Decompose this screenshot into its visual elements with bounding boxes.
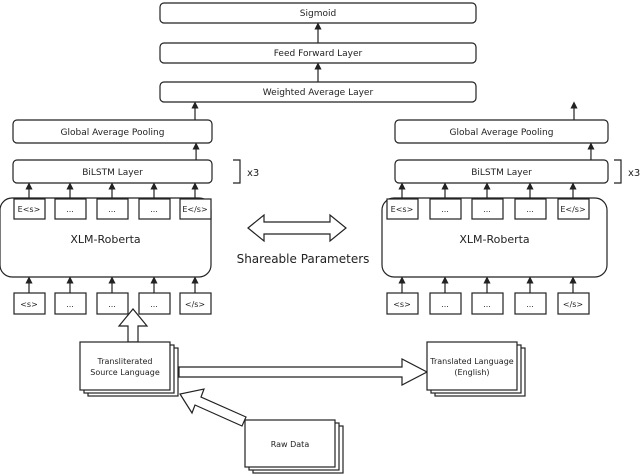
svg-text:Shareable Parameters: Shareable Parameters [237,252,370,266]
embedding-cell [471,198,504,220]
hollow-diagonal-arrow [179,388,247,427]
token-cell [557,292,590,315]
embedding-cell [138,198,171,220]
embedding-label: E</s> [560,205,585,214]
repeat-label: x3 [247,168,259,179]
bilstm-label: BiLSTM Layer [471,168,532,178]
shareable-parameters-arrow: Shareable Parameters [237,213,370,266]
token-cell [386,292,419,315]
raw-data-box: Raw Data [244,419,344,474]
feed-forward-box: Feed Forward Layer [159,42,477,64]
svg-text:Translated Language: Translated Language [429,357,514,366]
token-label: ... [441,300,449,309]
embedding-label: E<s> [18,205,41,214]
embedding-cell [429,198,462,220]
token-label: <s> [20,300,38,309]
embedding-label: ... [150,205,158,214]
repeat-bracket [233,159,241,184]
embedding-label: E<s> [391,205,414,214]
global-average-pooling-label: Global Average Pooling [61,128,165,138]
bilstm-box [394,159,609,184]
embedding-cell [179,198,212,220]
token-label: ... [483,300,491,309]
svg-text:Feed Forward Layer: Feed Forward Layer [274,49,363,59]
embedding-label: ... [483,205,491,214]
token-label: </s> [563,300,583,309]
repeat-bracket [614,159,622,184]
embedding-cell [514,198,547,220]
hollow-right-arrow [178,358,429,386]
svg-text:Source Language: Source Language [90,368,160,377]
token-cell [138,292,171,315]
embedding-cell [96,198,129,220]
embedding-label: ... [441,205,449,214]
weighted-average-box: Weighted Average Layer [159,81,477,103]
embedding-label: ... [526,205,534,214]
embedding-label: ... [66,205,74,214]
bilstm-label: BiLSTM Layer [82,168,143,178]
token-cell [471,292,504,315]
token-cell [54,292,87,315]
repeat-label: x3 [628,168,640,179]
token-cell [514,292,547,315]
token-label: </s> [185,300,205,309]
token-label: ... [66,300,74,309]
global-average-pooling-label: Global Average Pooling [450,128,554,138]
svg-text:Transliterated: Transliterated [97,357,153,366]
token-cell [179,292,212,315]
global-average-pooling-box [12,119,213,144]
global-average-pooling-box [394,119,609,144]
translated-language-box: Translated Language (English) [426,341,526,397]
svg-text:(English): (English) [454,368,489,377]
sigmoid-box: Sigmoid [159,2,477,24]
embedding-cell [13,198,46,220]
xlm-roberta-label: XLM-Roberta [70,233,140,246]
embedding-cell [386,198,419,220]
embedding-label: E</s> [182,205,207,214]
embedding-label: ... [108,205,116,214]
token-label: ... [150,300,158,309]
hollow-up-arrow [117,308,149,343]
token-cell [429,292,462,315]
token-label: ... [526,300,534,309]
token-label: ... [108,300,116,309]
token-label: <s> [393,300,411,309]
transliterated-source-box: Transliterated Source Language [79,341,179,397]
embedding-cell [54,198,87,220]
svg-text:Sigmoid: Sigmoid [300,9,336,19]
token-cell [13,292,46,315]
token-cell [96,292,129,315]
xlm-roberta-label: XLM-Roberta [459,233,529,246]
embedding-cell [557,198,590,220]
svg-text:Weighted Average Layer: Weighted Average Layer [263,88,374,98]
svg-text:Raw Data: Raw Data [271,440,310,449]
